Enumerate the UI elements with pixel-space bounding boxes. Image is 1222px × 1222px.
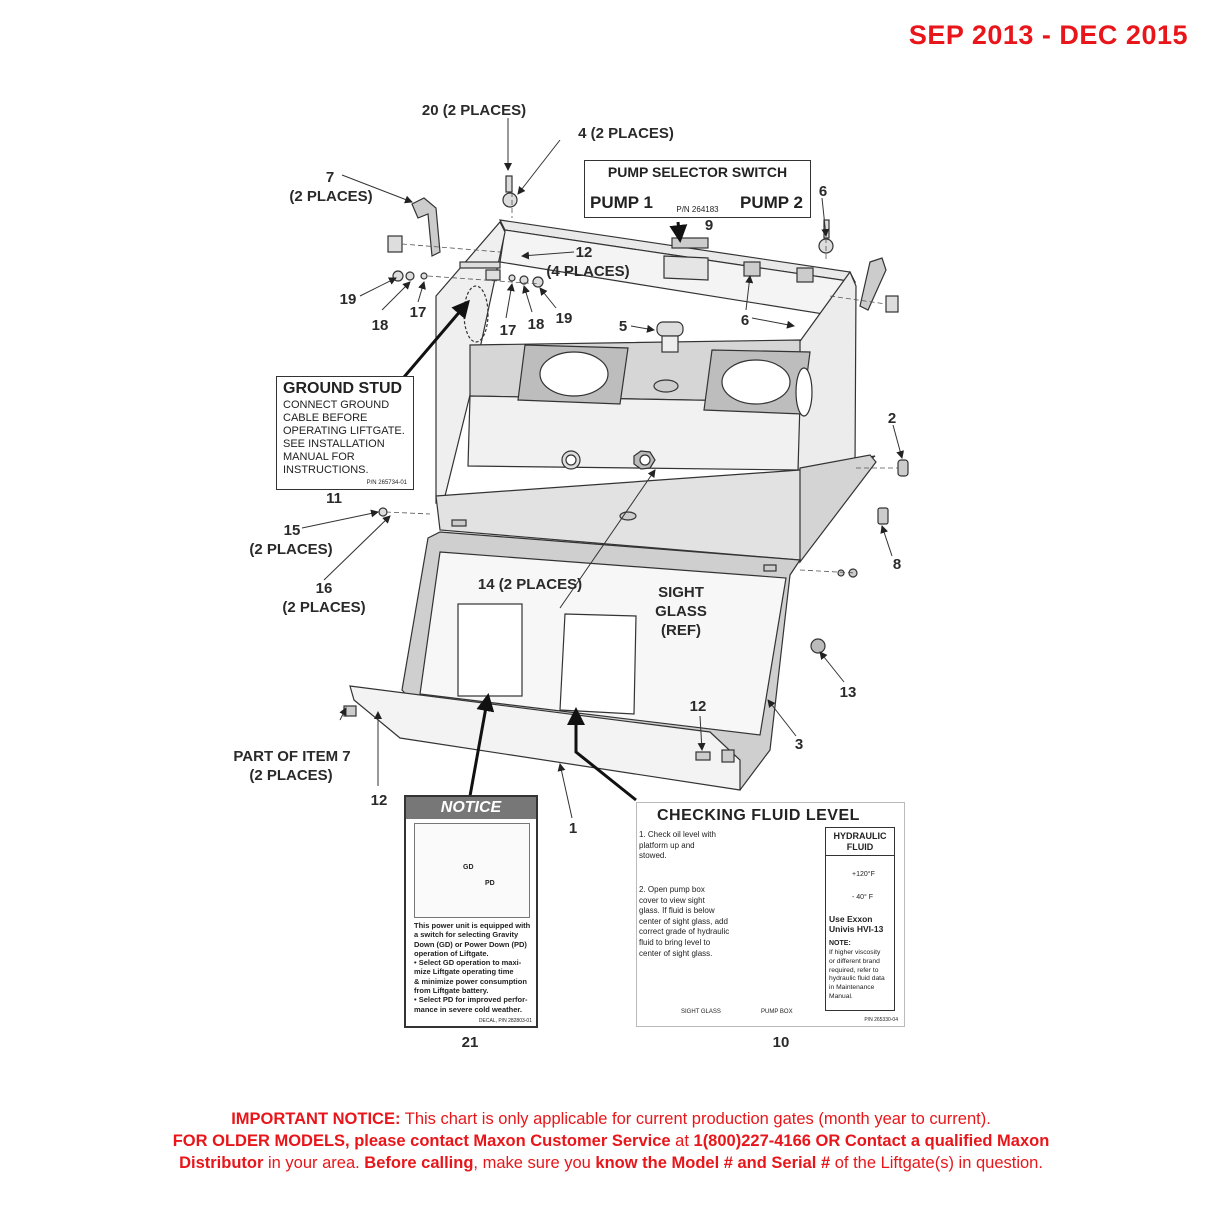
callout-5: 5 [618, 318, 628, 335]
front-lid [349, 685, 741, 791]
footer-at: at [670, 1132, 694, 1150]
callout-19-right: 19 [555, 310, 573, 327]
callout-14: 14 (2 PLACES) [477, 576, 583, 593]
pump-selector-title: PUMP SELECTOR SWITCH [607, 164, 788, 180]
fluid-note-body: If higher viscosity or different brand r… [829, 949, 885, 1000]
callout-8: 8 [892, 556, 902, 573]
callout-12-lid: 12 [370, 792, 388, 809]
hydraulic-fluid-title: HYDRAULIC FLUID [826, 831, 894, 856]
ground-stud-title: GROUND STUD [283, 380, 403, 397]
notice-decal: NOTICE GD PD This power unit is equipped… [404, 795, 538, 1028]
pd-label: PD [485, 880, 495, 887]
sight-glass-line3: (REF) [661, 622, 701, 639]
callout-16: 16 [315, 580, 333, 597]
callout-17-left: 17 [409, 304, 427, 321]
pump-box-caption: PUMP BOX [761, 1009, 793, 1015]
sight-glass-line2: GLASS [655, 603, 707, 620]
footer-before-calling: Before calling [364, 1154, 474, 1172]
callout-4: 4 (2 PLACES) [578, 125, 674, 142]
callout-7: 7 [325, 169, 335, 186]
callout-12-door: 12 [689, 698, 707, 715]
callout-13: 13 [839, 684, 857, 701]
date-range-title: SEP 2013 - DEC 2015 [908, 20, 1188, 50]
pump-2-label: PUMP 2 [740, 193, 803, 212]
gd-label: GD [463, 864, 474, 871]
notice-switch-photo: GD PD [414, 823, 530, 918]
hydraulic-fluid-panel: HYDRAULIC FLUID +120°F - 40° F Use Exxon… [825, 827, 895, 1011]
callout-3: 3 [794, 736, 804, 753]
footer-line-3: Distributor in your area. Before calling… [0, 1152, 1222, 1174]
ground-stud-body: CONNECT GROUND CABLE BEFORE OPERATING LI… [283, 399, 405, 476]
callout-9: 9 [704, 217, 714, 234]
checking-fluid-level-decal: CHECKING FLUID LEVEL 1. Check oil level … [636, 802, 905, 1027]
footer-line-1-text: This chart is only applicable for curren… [400, 1110, 991, 1128]
temp-low: - 40° F [852, 894, 874, 901]
callout-6-lower: 6 [740, 312, 750, 329]
callout-2: 2 [887, 410, 897, 427]
notice-title: NOTICE [406, 797, 536, 819]
footer-line-2: FOR OLDER MODELS, please contact Maxon C… [0, 1130, 1222, 1152]
callout-15-places: (2 PLACES) [249, 541, 333, 558]
pump-1-label: PUMP 1 [590, 193, 653, 212]
footer-make-sure: , make sure you [473, 1154, 596, 1172]
footer-older-models: FOR OLDER MODELS, please contact Maxon C… [172, 1132, 671, 1150]
pump-selector-part-number: P/N 264183 [676, 205, 719, 214]
callout-7-places: (2 PLACES) [289, 188, 373, 205]
temp-high: +120°F [852, 871, 875, 878]
callout-12-top: 12 [575, 244, 593, 261]
ground-stud-part-number: P/N 265734-01 [366, 480, 407, 486]
footer-distributor: Distributor [179, 1154, 264, 1172]
callout-12-places: (4 PLACES) [546, 263, 630, 280]
callout-19-left: 19 [339, 291, 357, 308]
fluid-note-title: NOTE: [829, 940, 851, 947]
callout-18-left: 18 [371, 317, 389, 334]
callout-10: 10 [772, 1034, 790, 1051]
callout-15: 15 [283, 522, 301, 539]
footer-line-3-end: of the Liftgate(s) in question. [830, 1154, 1043, 1172]
ground-stud-decal: GROUND STUD CONNECT GROUND CABLE BEFORE … [276, 376, 414, 490]
fluid-title: CHECKING FLUID LEVEL [657, 807, 860, 824]
sight-glass-line1: SIGHT [658, 584, 704, 601]
callout-6-top: 6 [818, 183, 828, 200]
callout-11: 11 [326, 490, 342, 507]
footer-important-label: IMPORTANT NOTICE: [231, 1110, 401, 1128]
pump-selector-switch-decal: PUMP SELECTOR SWITCH PUMP 1 P/N 264183 P… [584, 160, 811, 218]
notice-body: This power unit is equipped with a switc… [414, 921, 531, 1014]
important-notice-footer: IMPORTANT NOTICE: This chart is only app… [0, 1108, 1222, 1174]
callout-part-of-item-7-places: (2 PLACES) [249, 767, 333, 784]
callout-21: 21 [461, 1034, 479, 1051]
fluid-recommendation: Use Exxon Univis HVI-13 [829, 914, 884, 934]
fluid-step-2: 2. Open pump box cover to view sight gla… [639, 885, 730, 958]
callout-16-places: (2 PLACES) [282, 599, 366, 616]
fluid-step-1: 1. Check oil level with platform up and … [639, 830, 716, 861]
notice-part-number: DECAL, P/N 282803-01 [478, 1018, 532, 1024]
sight-glass-caption: SIGHT GLASS [681, 1009, 721, 1015]
callout-part-of-item-7: PART OF ITEM 7 [233, 748, 351, 765]
footer-model-serial: know the Model # and Serial # [595, 1154, 831, 1172]
callout-1: 1 [568, 820, 578, 837]
callout-17-right: 17 [499, 322, 517, 339]
footer-in-your-area: in your area. [263, 1154, 365, 1172]
footer-phone: 1(800)227-4166 OR Contact a qualified Ma… [693, 1132, 1050, 1150]
callout-20: 20 (2 PLACES) [421, 102, 527, 119]
footer-line-1: IMPORTANT NOTICE: This chart is only app… [0, 1108, 1222, 1130]
callout-18-right: 18 [527, 316, 545, 333]
fluid-part-number: P/N 265330-04 [864, 1017, 898, 1023]
